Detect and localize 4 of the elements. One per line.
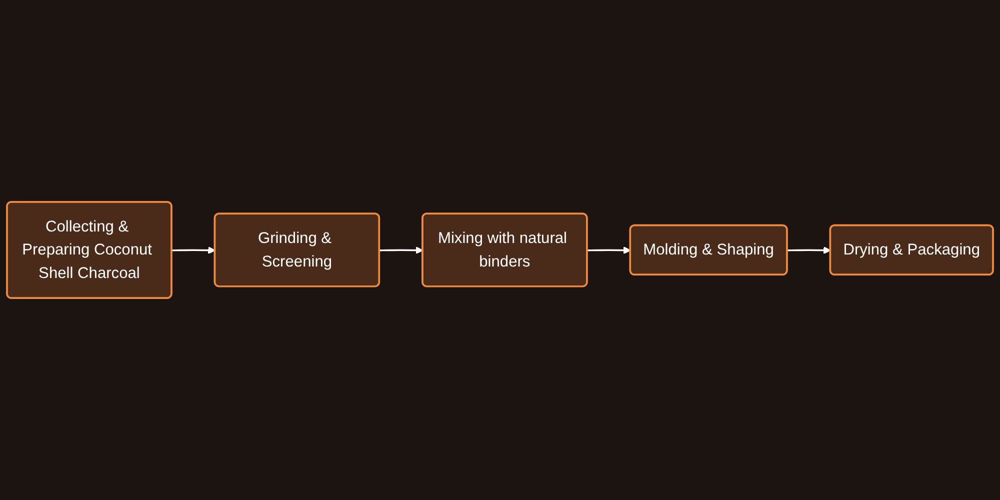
arrow: [787, 246, 831, 254]
arrow: [587, 246, 631, 254]
arrow: [172, 246, 216, 254]
arrow: [380, 246, 424, 254]
